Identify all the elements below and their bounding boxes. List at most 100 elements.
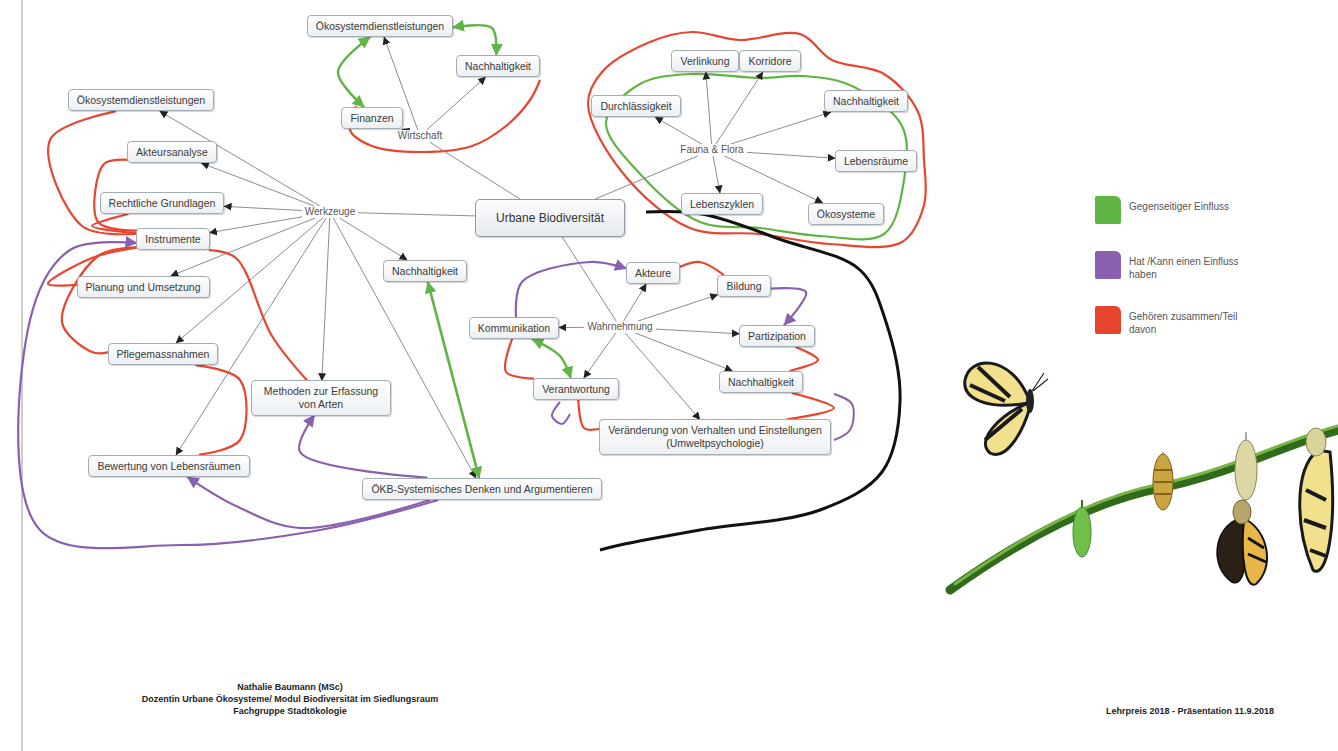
concept-link bbox=[771, 288, 807, 325]
concept-link bbox=[747, 152, 835, 158]
concept-text: Finanzen bbox=[350, 112, 393, 125]
concept-link bbox=[656, 329, 740, 334]
concept-text: Lebenszyklen bbox=[690, 198, 754, 211]
concept-link bbox=[656, 117, 702, 144]
concept-link bbox=[716, 72, 763, 144]
concept-link bbox=[176, 218, 326, 455]
concept-box: Nachhaltigkeit bbox=[719, 371, 803, 394]
concept-box: Nachhaltigkeit bbox=[456, 55, 540, 78]
group-outline bbox=[588, 32, 926, 247]
concept-link bbox=[505, 339, 533, 378]
hub-concept: Fauna & Flora bbox=[677, 144, 746, 156]
concept-text: Verantwortung bbox=[542, 383, 610, 396]
concept-link bbox=[430, 142, 520, 199]
concept-link bbox=[624, 284, 646, 321]
concept-link bbox=[338, 37, 370, 106]
hub-concept: Wahrnehmung bbox=[584, 321, 655, 333]
concept-text: Korridore bbox=[748, 55, 791, 68]
butterfly-illustration bbox=[950, 363, 1338, 590]
concept-box: Nachhaltigkeit bbox=[383, 260, 467, 283]
concept-text: Lebensräume bbox=[844, 155, 908, 168]
concept-box: Nachhaltigkeit bbox=[824, 90, 908, 113]
concept-text: ÖKB-Systemisches Denken und Argumentiere… bbox=[371, 483, 592, 496]
concept-link bbox=[224, 206, 301, 210]
footer-note: Dozentin Urbane Ökosysteme/ Modul Biodiv… bbox=[142, 694, 439, 704]
concept-box: Ökosysteme bbox=[808, 203, 884, 226]
group-outline bbox=[350, 80, 540, 152]
concept-box: Verantwortung bbox=[533, 378, 619, 401]
concept-text: Bewertung von Lebensräumen bbox=[97, 460, 240, 473]
legend-text: Gegenseitiger Einfluss bbox=[1129, 200, 1249, 213]
concept-link bbox=[18, 242, 437, 548]
concept-box: Korridore bbox=[739, 50, 800, 73]
concept-link bbox=[680, 262, 723, 275]
concept-text: Wahrnehmung bbox=[587, 321, 652, 333]
concept-text: Planung und Umsetzung bbox=[86, 281, 201, 294]
legend-entry: Gehören zusammen/Teil davon bbox=[1095, 306, 1215, 332]
concept-text: Nachhaltigkeit bbox=[465, 60, 531, 73]
legend-entry: Gegenseitiger Einfluss bbox=[1095, 196, 1215, 209]
hub-concept: Wirtschaft bbox=[395, 130, 445, 142]
concept-text: Wirtschaft bbox=[398, 130, 442, 142]
concept-text: Pflegemassnahmen bbox=[117, 348, 210, 361]
concept-text: Fauna & Flora bbox=[680, 144, 743, 156]
concept-link bbox=[333, 218, 476, 478]
legend-entry: Hat /Kann einen Einfluss haben bbox=[1095, 251, 1215, 277]
concept-text: Werkzeuge bbox=[305, 206, 355, 218]
concept-box: ÖKB-Systemisches Denken und Argumentiere… bbox=[362, 478, 601, 501]
legend-swatch bbox=[1095, 306, 1121, 334]
legend-text: Gehören zusammen/Teil davon bbox=[1129, 310, 1249, 336]
concept-box: Ökosystemdienstleistungen bbox=[307, 15, 453, 38]
concept-text: Nachhaltigkeit bbox=[833, 95, 899, 108]
concept-text: Urbane Biodiversität bbox=[496, 211, 604, 225]
concept-box: Pflegemassnahmen bbox=[108, 343, 219, 366]
hub-concept: Werkzeuge bbox=[302, 206, 358, 218]
concept-box: Kommunikation bbox=[469, 317, 559, 340]
concept-box: Akteure bbox=[626, 262, 680, 285]
footer-note: Fachgruppe Stadtökologie bbox=[233, 706, 347, 716]
concept-box: Partizipation bbox=[739, 325, 815, 348]
concept-box: Akteursanalyse bbox=[127, 141, 217, 164]
concept-link bbox=[92, 214, 136, 233]
legend-text: Hat /Kann einen Einfluss haben bbox=[1129, 255, 1249, 281]
concept-box: Veränderung von Verhalten und Einstellun… bbox=[599, 419, 831, 454]
concept-box: Lebensräume bbox=[835, 150, 917, 173]
concept-text: Akteursanalyse bbox=[136, 146, 208, 159]
concept-text: Verlinkung bbox=[680, 55, 729, 68]
concept-link bbox=[516, 262, 626, 317]
concept-link bbox=[196, 365, 246, 454]
concept-link bbox=[559, 327, 584, 328]
concept-link bbox=[706, 72, 712, 144]
concept-text: Kommunikation bbox=[478, 322, 550, 335]
concept-link bbox=[625, 333, 700, 419]
central-concept: Urbane Biodiversität bbox=[475, 199, 625, 237]
concept-box: Durchlässigkeit bbox=[591, 95, 680, 118]
concept-text: Methoden zur Erfassung von Arten bbox=[260, 385, 382, 410]
concept-link bbox=[340, 218, 407, 260]
concept-text: Bildung bbox=[726, 280, 761, 293]
concept-text: Ökosysteme bbox=[817, 208, 875, 221]
concept-box: Finanzen bbox=[341, 107, 402, 130]
concept-text: Nachhaltigkeit bbox=[392, 265, 458, 278]
concept-link bbox=[48, 111, 136, 234]
influence-curl bbox=[552, 402, 570, 424]
concept-link bbox=[533, 339, 571, 377]
concept-link bbox=[453, 25, 496, 55]
concept-box: Bewertung von Lebensräumen bbox=[88, 455, 249, 478]
concept-link bbox=[562, 237, 616, 321]
concept-link bbox=[578, 400, 599, 429]
concept-box: Lebenszyklen bbox=[681, 193, 763, 216]
concept-text: Ökosystemdienstleistungen bbox=[77, 94, 205, 107]
concept-box: Methoden zur Erfassung von Arten bbox=[251, 380, 391, 415]
concept-link bbox=[427, 77, 486, 130]
concept-box: Planung und Umsetzung bbox=[77, 276, 210, 299]
concept-box: Verlinkung bbox=[671, 50, 738, 73]
legend-swatch bbox=[1095, 196, 1121, 224]
concept-text: Veränderung von Verhalten und Einstellun… bbox=[608, 424, 822, 449]
group-outline bbox=[600, 212, 900, 550]
concept-link bbox=[322, 218, 330, 380]
concept-text: Instrumente bbox=[145, 233, 200, 246]
concept-box: Instrumente bbox=[136, 228, 209, 251]
concept-link bbox=[299, 416, 426, 478]
concept-link bbox=[787, 393, 834, 419]
